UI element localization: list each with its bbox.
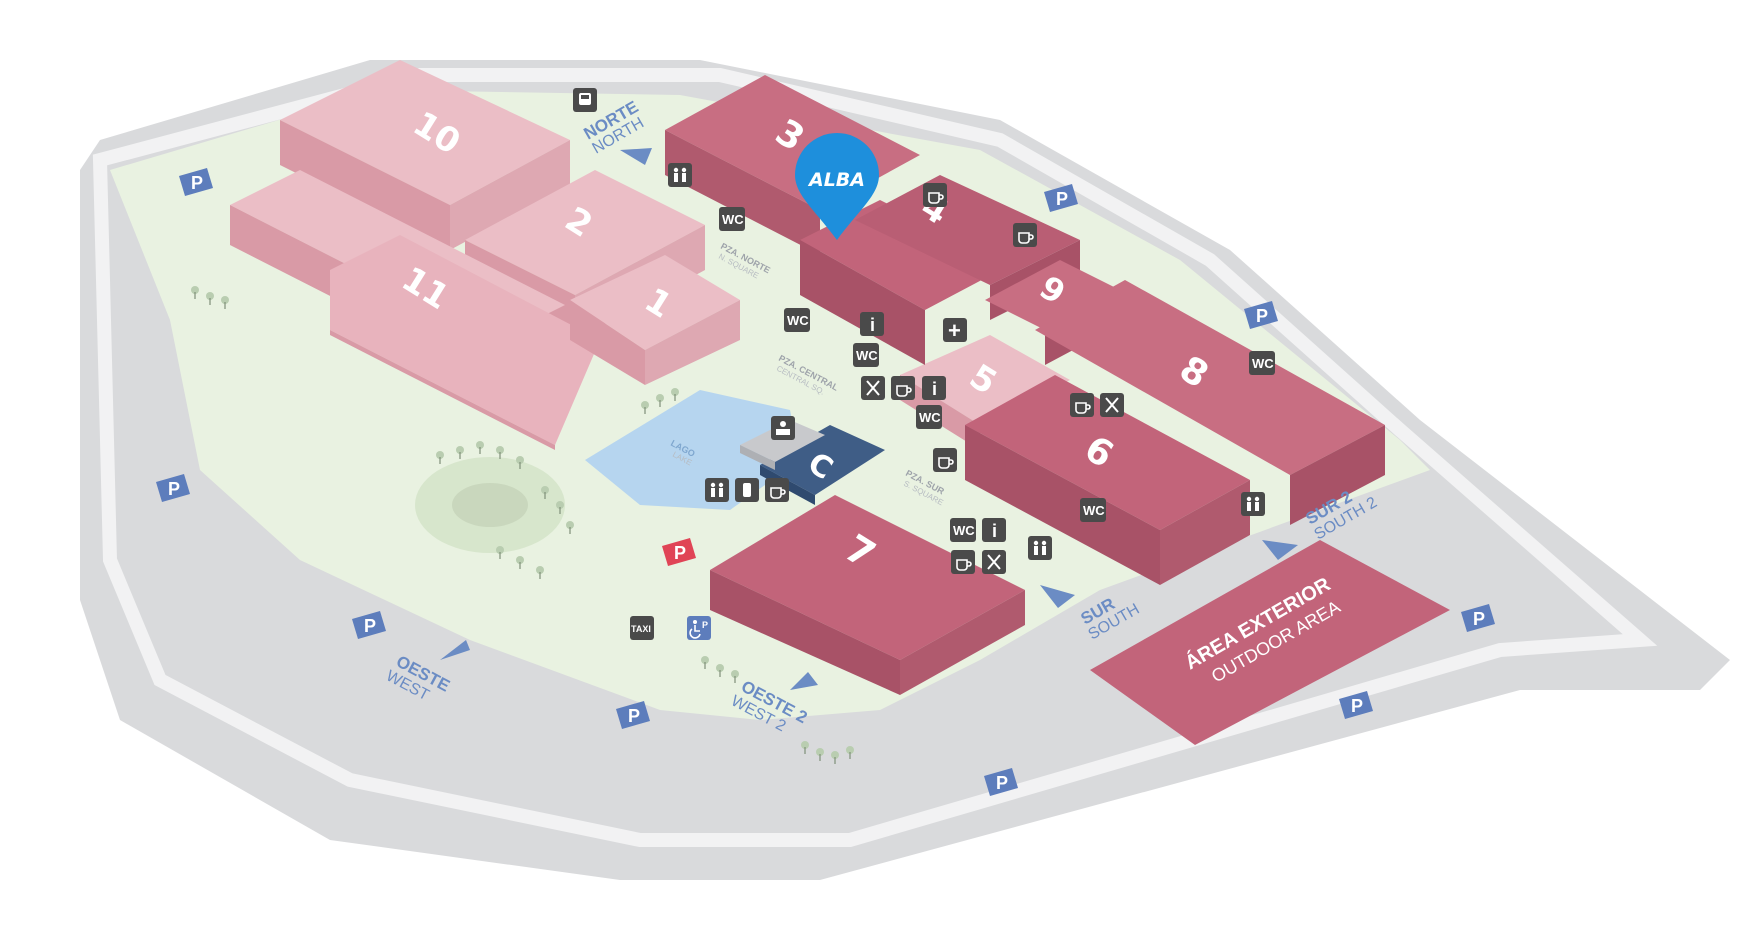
gate-west-arrow — [440, 640, 470, 660]
people-icon-2[interactable] — [705, 478, 729, 502]
svg-text:WC: WC — [722, 212, 744, 227]
svg-text:i: i — [992, 521, 997, 541]
svg-text:P: P — [191, 173, 203, 193]
parking-icon-1[interactable]: P — [179, 168, 213, 196]
restaurant-icon-3[interactable] — [982, 550, 1006, 574]
alba-marker-label: ALBA — [807, 169, 865, 191]
people-icon-1[interactable] — [668, 163, 692, 187]
parking-icon-4[interactable]: P — [156, 474, 190, 502]
parking-icon-3[interactable]: P — [1244, 301, 1278, 329]
reception-icon[interactable] — [771, 416, 795, 440]
gate-west-2-arrow — [790, 672, 818, 690]
restaurant-icon-1[interactable] — [861, 376, 885, 400]
svg-text:WC: WC — [1083, 503, 1105, 518]
hall-11[interactable]: 11 — [230, 170, 600, 450]
svg-text:P: P — [1473, 609, 1485, 629]
auditorium-building — [740, 420, 825, 470]
people-icon-4[interactable] — [1241, 492, 1265, 516]
wc-icon-2[interactable]: WC — [784, 308, 810, 332]
parking-icon-red[interactable]: P — [662, 538, 696, 566]
coffee-icon-7[interactable] — [951, 550, 975, 574]
hall-6[interactable]: 6 — [965, 375, 1250, 585]
wc-icon-4[interactable]: WC — [916, 405, 942, 429]
coffee-icon-1[interactable] — [923, 183, 947, 207]
elevator-icon[interactable] — [735, 478, 759, 502]
wc-icon-6[interactable]: WC — [1080, 498, 1106, 522]
parking-icon-8[interactable]: P — [1339, 691, 1373, 719]
coffee-icon-4[interactable] — [1070, 393, 1094, 417]
map-pin-icon — [795, 133, 879, 240]
svg-text:WC: WC — [1252, 356, 1274, 371]
info-icon-1[interactable]: i — [860, 312, 884, 336]
svg-text:P: P — [1256, 306, 1268, 326]
wc-icon-7[interactable]: WC — [950, 518, 976, 542]
first-aid-icon[interactable]: + — [943, 318, 967, 343]
coffee-icon-6[interactable] — [765, 478, 789, 502]
parking-icon-7[interactable]: P — [984, 768, 1018, 796]
wc-icon-1[interactable]: WC — [719, 207, 745, 231]
coffee-icon-5[interactable] — [933, 448, 957, 472]
svg-text:+: + — [948, 318, 961, 343]
wc-icon-3[interactable]: WC — [853, 343, 879, 367]
disabled-parking-icon[interactable]: P — [687, 616, 711, 640]
restaurant-icon-2[interactable] — [1100, 393, 1124, 417]
svg-text:P: P — [702, 620, 708, 630]
svg-text:P: P — [996, 773, 1008, 793]
svg-text:WC: WC — [919, 410, 941, 425]
svg-text:WC: WC — [856, 348, 878, 363]
svg-text:i: i — [932, 379, 937, 399]
hall-10[interactable]: 10 — [280, 60, 570, 250]
coffee-icon-3[interactable] — [891, 376, 915, 400]
coffee-icon-2[interactable] — [1013, 223, 1037, 247]
svg-text:P: P — [1351, 696, 1363, 716]
parking-icon-6[interactable]: P — [616, 701, 650, 729]
gate-south-arrow — [1040, 585, 1075, 608]
alba-location-marker[interactable]: ALBA — [795, 133, 879, 240]
taxi-icon[interactable]: TAXI — [630, 616, 654, 640]
svg-text:P: P — [628, 706, 640, 726]
hall-8[interactable]: 8 — [1035, 280, 1385, 525]
round-garden-center — [452, 483, 528, 527]
outdoor-area — [1090, 540, 1450, 745]
info-icon-3[interactable]: i — [982, 518, 1006, 542]
people-icon-3[interactable] — [1028, 536, 1052, 560]
parking-icon-5[interactable]: P — [352, 611, 386, 639]
hall-1[interactable]: 1 — [570, 255, 740, 385]
svg-text:P: P — [1056, 189, 1068, 209]
svg-text:i: i — [870, 315, 875, 335]
gate-north-arrow — [620, 148, 652, 165]
parking-icon-2[interactable]: P — [1044, 184, 1078, 212]
gate-south-2-arrow — [1262, 540, 1298, 560]
svg-text:TAXI: TAXI — [631, 624, 651, 634]
hall-7[interactable]: 7 — [710, 495, 1025, 695]
svg-text:P: P — [674, 543, 686, 563]
svg-text:P: P — [364, 616, 376, 636]
wc-icon-5[interactable]: WC — [1249, 351, 1275, 375]
svg-text:WC: WC — [953, 523, 975, 538]
info-icon-2[interactable]: i — [922, 376, 946, 400]
svg-text:WC: WC — [787, 313, 809, 328]
bus-icon[interactable] — [573, 88, 597, 112]
parking-icon-9[interactable]: P — [1461, 604, 1495, 632]
svg-text:P: P — [168, 479, 180, 499]
